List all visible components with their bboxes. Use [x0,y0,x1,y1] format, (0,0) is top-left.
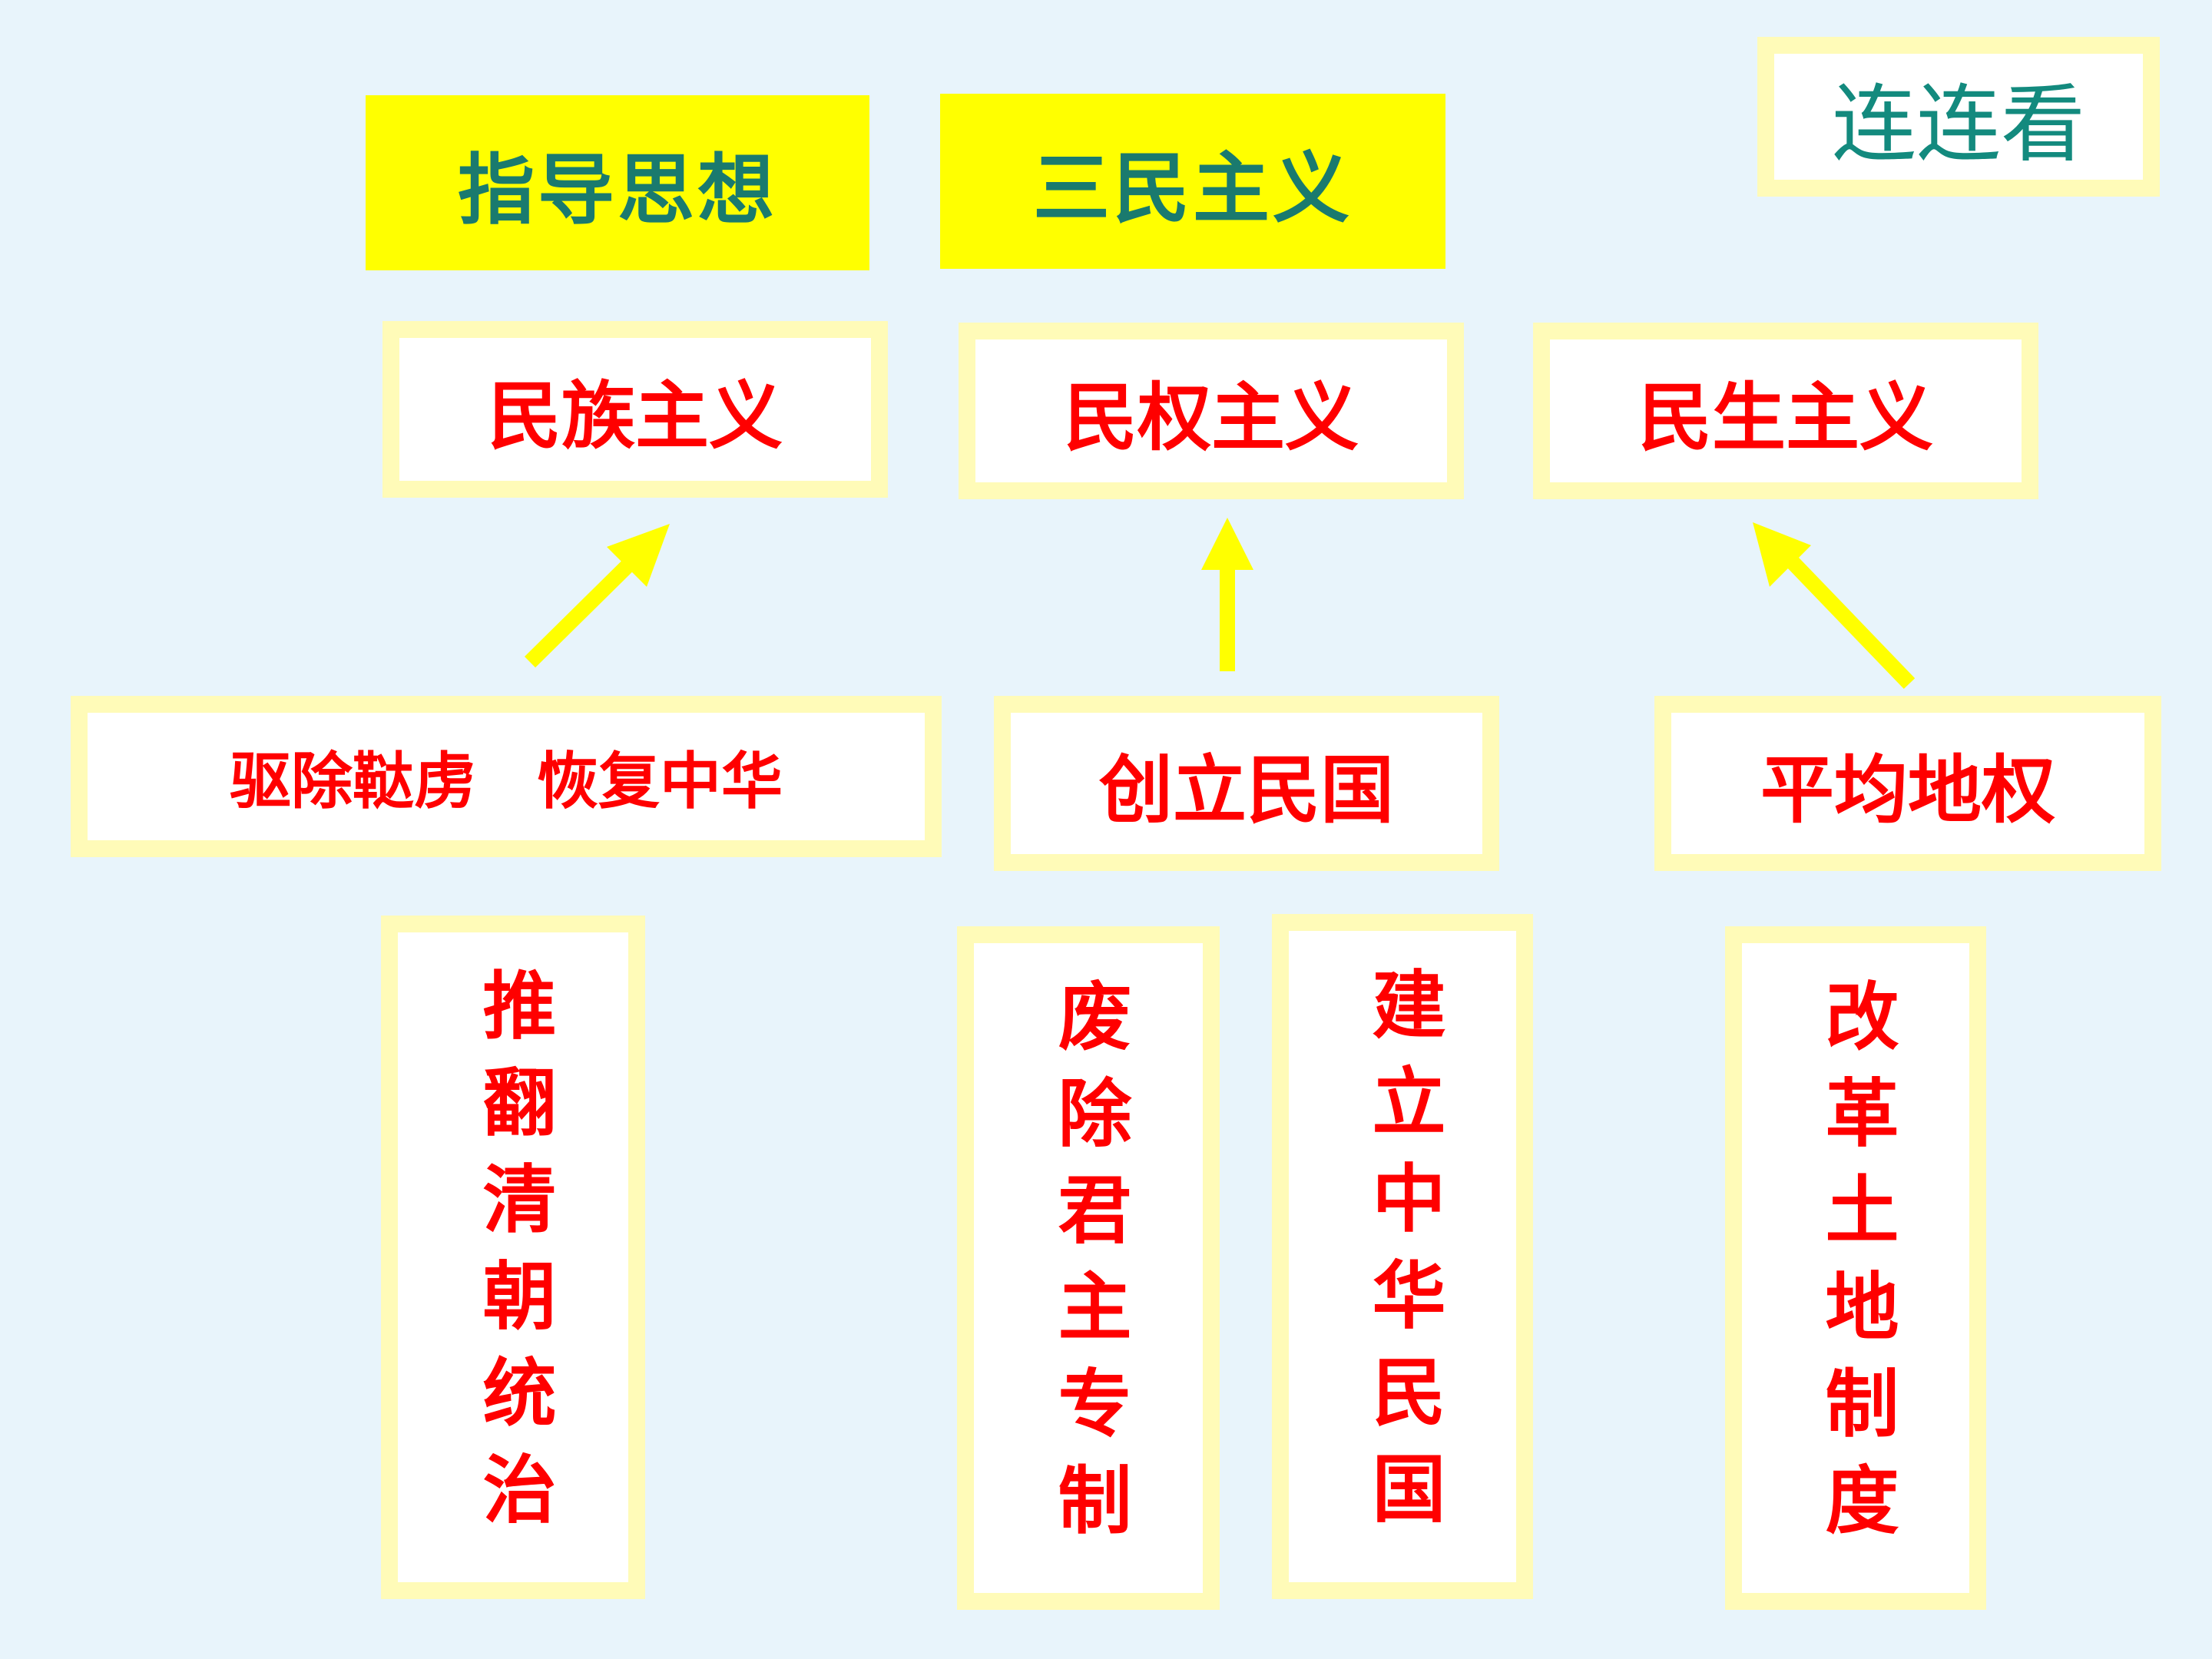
goal-label: 废除君主专制 [1045,978,1131,1558]
principle-box-nationalism: 民族主义 [382,321,888,498]
slogan-label: 驱除鞑虏 恢复中华 [230,746,783,817]
slogan-box-land: 平均地权 [1654,696,2161,871]
goal-box-land-reform: 改革土地制度 [1725,926,1986,1610]
goal-label: 改革土地制度 [1813,978,1899,1558]
arrow-democracy [1201,518,1253,671]
principle-label: 民族主义 [488,373,783,459]
goal-box-overthrow-qing: 推翻清朝统治 [381,916,645,1599]
corner-label-box: 连连看 [1757,37,2160,197]
goal-label: 建立中华民国 [1359,966,1445,1547]
slogan-label: 平均地权 [1760,747,2055,833]
guiding-label-box: 指导思想 [366,95,869,270]
goal-box-establish-republic: 建立中华民国 [1272,914,1533,1599]
principle-box-livelihood: 民生主义 [1533,323,2038,499]
slogan-box-republic: 创立民国 [994,696,1499,871]
principle-label: 民权主义 [1064,374,1359,461]
corner-label: 连连看 [1832,75,2085,174]
arrow-nationalism [524,524,670,668]
doctrine-title: 三民主义 [1033,143,1353,233]
doctrine-box: 三民主义 [940,94,1445,269]
slogan-box-expel: 驱除鞑虏 恢复中华 [71,696,942,857]
goal-box-abolish-monarchy: 废除君主专制 [957,926,1220,1610]
arrow-livelihood [1753,522,1916,689]
principle-label: 民生主义 [1638,374,1933,461]
goal-label: 推翻清朝统治 [470,967,556,1548]
guiding-label: 指导思想 [458,144,777,235]
principle-box-democracy: 民权主义 [959,323,1464,499]
slogan-label: 创立民国 [1099,747,1394,833]
